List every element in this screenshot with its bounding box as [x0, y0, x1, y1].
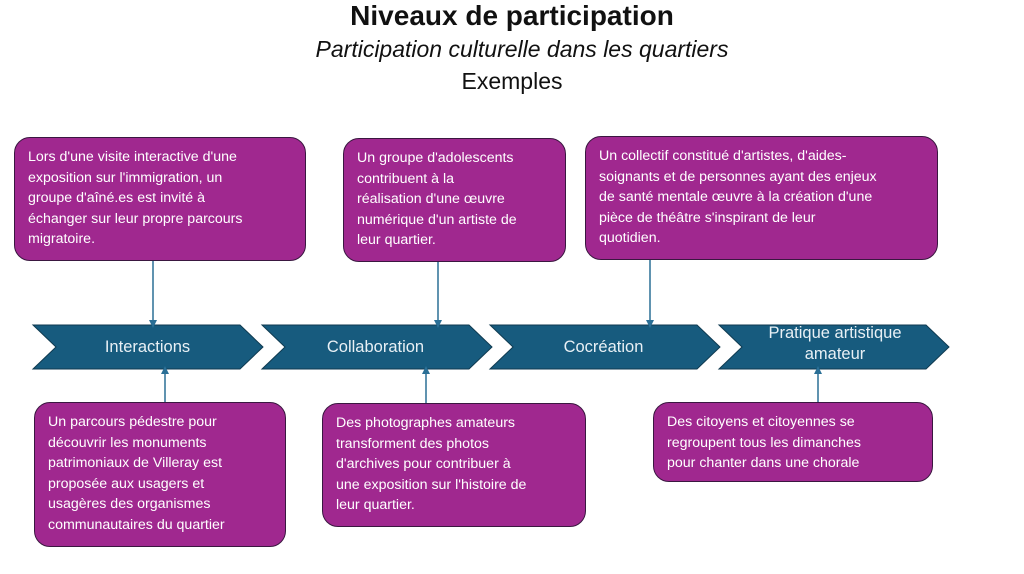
level-label-pratique-amateur: Pratique artistique amateur: [745, 322, 925, 366]
example-text: Un groupe d'adolescents contribuent à la…: [357, 150, 517, 248]
chevron-interactions: [31, 324, 264, 370]
example-box-interactions-top: Lors d'une visite interactive d'une expo…: [14, 137, 306, 261]
chevron-collaboration: [260, 324, 493, 370]
example-text: Un parcours pédestre pour découvrir les …: [48, 414, 225, 533]
example-box-pratique-bottom: Des citoyens et citoyennes se regroupent…: [653, 402, 933, 482]
example-text: Un collectif constitué d'artistes, d'aid…: [599, 148, 877, 246]
section-heading: Exemples: [461, 68, 563, 94]
example-box-collaboration-bottom: Des photographes amateurs transforment d…: [322, 403, 586, 527]
diagram-title: Niveaux de participation: [350, 0, 674, 31]
example-box-collaboration-top: Un groupe d'adolescents contribuent à la…: [343, 138, 566, 262]
chevron-pratique-amateur: [717, 324, 950, 370]
level-label-text: Pratique artistique amateur: [768, 324, 902, 363]
example-box-interactions-bottom: Un parcours pédestre pour découvrir les …: [34, 402, 286, 547]
example-text: Des citoyens et citoyennes se regroupent…: [667, 414, 862, 471]
level-label-collaboration: Collaboration: [326, 337, 425, 356]
chevron-cocreation: [488, 324, 721, 370]
diagram-subtitle: Participation culturelle dans les quarti…: [315, 36, 729, 62]
example-text: Des photographes amateurs transforment d…: [336, 415, 527, 513]
level-label-interactions: Interactions: [104, 337, 191, 356]
example-box-cocreation-top: Un collectif constitué d'artistes, d'aid…: [585, 136, 938, 260]
level-label-cocreation: Cocréation: [563, 337, 644, 356]
example-text: Lors d'une visite interactive d'une expo…: [28, 149, 243, 247]
